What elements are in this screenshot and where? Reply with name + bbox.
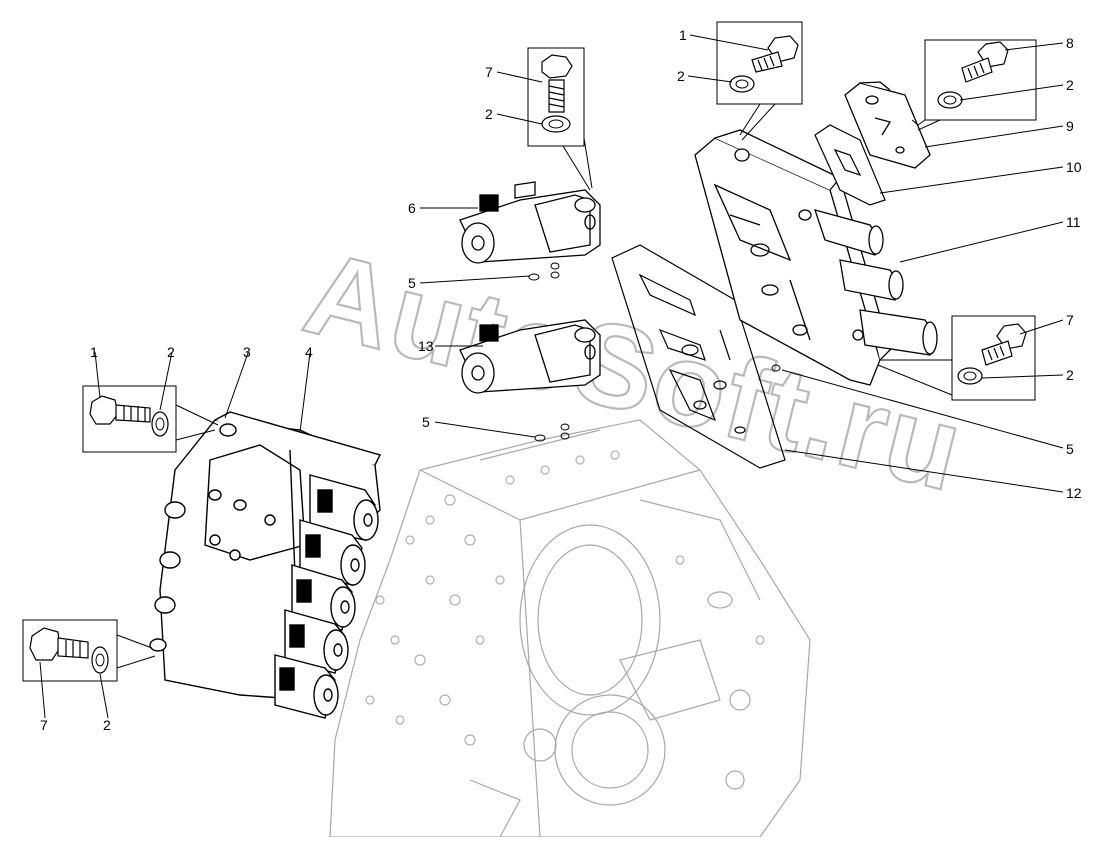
bolt-7-left bbox=[29, 627, 89, 661]
washer-2-top bbox=[729, 75, 755, 93]
washer-2-bottom bbox=[91, 646, 109, 674]
bolt-7-right bbox=[981, 323, 1027, 366]
cover-9 bbox=[844, 81, 931, 169]
gasket-12 bbox=[611, 244, 786, 469]
callout-2-bottom: 2 bbox=[103, 717, 111, 733]
callout-2-tr: 2 bbox=[1066, 77, 1074, 93]
washer-2-mid bbox=[541, 115, 571, 133]
bolt-8 bbox=[961, 41, 1009, 83]
callout-7-left: 7 bbox=[40, 717, 48, 733]
callout-2-top: 2 bbox=[677, 68, 685, 84]
callout-1-top: 1 bbox=[679, 27, 687, 43]
solenoid-valve-13 bbox=[459, 319, 601, 394]
callout-5-low: 5 bbox=[422, 414, 430, 430]
callout-labels: 1 2 8 2 9 10 11 7 2 5 12 7 2 6 5 13 5 1 … bbox=[40, 27, 1082, 733]
washer-2-right bbox=[957, 367, 983, 385]
solenoid-valve-6 bbox=[459, 181, 601, 264]
bolt-1-left bbox=[89, 395, 151, 425]
gasket-10 bbox=[814, 124, 886, 206]
callout-7-right: 7 bbox=[1066, 312, 1074, 328]
washers-5-mid bbox=[528, 262, 560, 281]
washer-2-tr bbox=[937, 91, 963, 109]
callout-10: 10 bbox=[1066, 159, 1082, 175]
callout-12: 12 bbox=[1066, 485, 1082, 501]
callout-5-right: 5 bbox=[1066, 441, 1074, 457]
bolt-7-mid bbox=[541, 54, 573, 113]
callout-8: 8 bbox=[1066, 35, 1074, 51]
callout-1-left: 1 bbox=[90, 344, 98, 360]
leader-lines bbox=[39, 34, 1064, 719]
control-plate-assembly bbox=[694, 129, 938, 386]
callout-2-mid: 2 bbox=[485, 106, 493, 122]
callout-4: 4 bbox=[305, 344, 313, 360]
callout-2-right: 2 bbox=[1066, 367, 1074, 383]
callout-9: 9 bbox=[1066, 118, 1074, 134]
callout-3: 3 bbox=[243, 344, 251, 360]
washers-5-low bbox=[534, 423, 570, 442]
callout-2-left: 2 bbox=[167, 344, 175, 360]
callout-11: 11 bbox=[1066, 214, 1081, 230]
callout-6: 6 bbox=[408, 200, 416, 216]
bolt-1-top bbox=[751, 35, 799, 73]
washer-2-left bbox=[151, 411, 169, 437]
callout-5-mid: 5 bbox=[408, 275, 416, 291]
valve-body-assembly bbox=[149, 411, 382, 719]
group-frames bbox=[22, 21, 1037, 682]
callout-7-mid: 7 bbox=[485, 64, 493, 80]
callout-13: 13 bbox=[418, 338, 434, 354]
washer-5-right bbox=[771, 364, 781, 372]
gearbox-housing bbox=[329, 419, 811, 838]
